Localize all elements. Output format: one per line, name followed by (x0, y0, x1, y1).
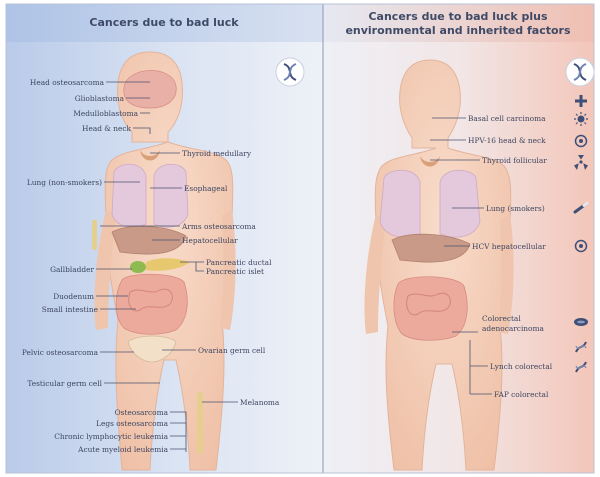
label-thyroid-medullary: Thyroid medullary (182, 149, 252, 158)
label-acute-myeloid-leukemia: Acute myeloid leukemia (77, 445, 168, 454)
label-arms-osteosarcoma: Arms osteosarcoma (181, 222, 256, 231)
label-lung-smokers: Lung (smokers) (486, 204, 545, 213)
label-chronic-lymphocytic-leukemia: Chronic lymphocytic leukemia (54, 432, 168, 441)
right-intestines-organ (394, 277, 467, 341)
label-pancreatic-ductal: Pancreatic ductal (206, 258, 272, 267)
label-melanoma: Melanoma (240, 398, 280, 407)
right-title-line1: Cancers due to bad luck plus (368, 10, 547, 23)
label-adenocarcinoma: adenocarcinoma (482, 324, 545, 333)
label-ovarian-germ-cell: Ovarian germ cell (198, 346, 266, 355)
label-esophageal: Esophageal (184, 184, 228, 193)
left-title: Cancers due to bad luck (89, 16, 239, 29)
label-fap-colorectal: FAP colorectal (494, 390, 549, 399)
label-gallbladder: Gallbladder (50, 265, 94, 274)
label-pancreatic-islet: Pancreatic islet (206, 267, 264, 276)
right-lung-right-organ (380, 170, 420, 237)
arm-bone (92, 220, 97, 250)
label-thyroid-follicular: Thyroid follicular (482, 156, 547, 165)
label-colorectal: Colorectal (482, 314, 521, 323)
label-small-intestine: Small intestine (42, 305, 98, 314)
label-hcv-hepatocellular: HCV hepatocellular (472, 242, 546, 251)
dna-dice-icon (566, 58, 594, 86)
label-glioblastoma: Glioblastoma (75, 94, 125, 103)
label-osteosarcoma: Osteosarcoma (115, 408, 169, 417)
label-medulloblastoma: Medulloblastoma (73, 109, 138, 118)
label-head-osteosarcoma: Head osteosarcoma (30, 78, 105, 87)
left-lung-right-organ (112, 164, 146, 227)
label-lynch-colorectal: Lynch colorectal (490, 362, 553, 371)
label-lung-non-smokers: Lung (non-smokers) (27, 178, 102, 187)
label-duodenum: Duodenum (53, 292, 94, 301)
label-basal-cell-carcinoma: Basal cell carcinoma (468, 114, 546, 123)
left-intestines-organ (116, 274, 187, 334)
right-lung-left-organ (440, 170, 480, 237)
label-head-neck: Head & neck (82, 124, 132, 133)
left-lung-left-organ (154, 164, 188, 227)
leg-bone (197, 392, 203, 454)
label-testicular-germ-cell: Testicular germ cell (27, 379, 102, 388)
brain-organ (124, 70, 176, 108)
label-hepatocellular: Hepatocellular (182, 236, 238, 245)
food-icon (574, 318, 588, 326)
label-hpv16-head-neck: HPV-16 head & neck (468, 136, 546, 145)
label-pelvic-osteosarcoma: Pelvic osteosarcoma (22, 348, 99, 357)
label-legs-osteosarcoma: Legs osteosarcoma (96, 419, 169, 428)
dna-dice-icon (276, 58, 304, 86)
right-title-line2: environmental and inherited factors (345, 24, 571, 37)
gallbladder-organ (130, 261, 146, 273)
